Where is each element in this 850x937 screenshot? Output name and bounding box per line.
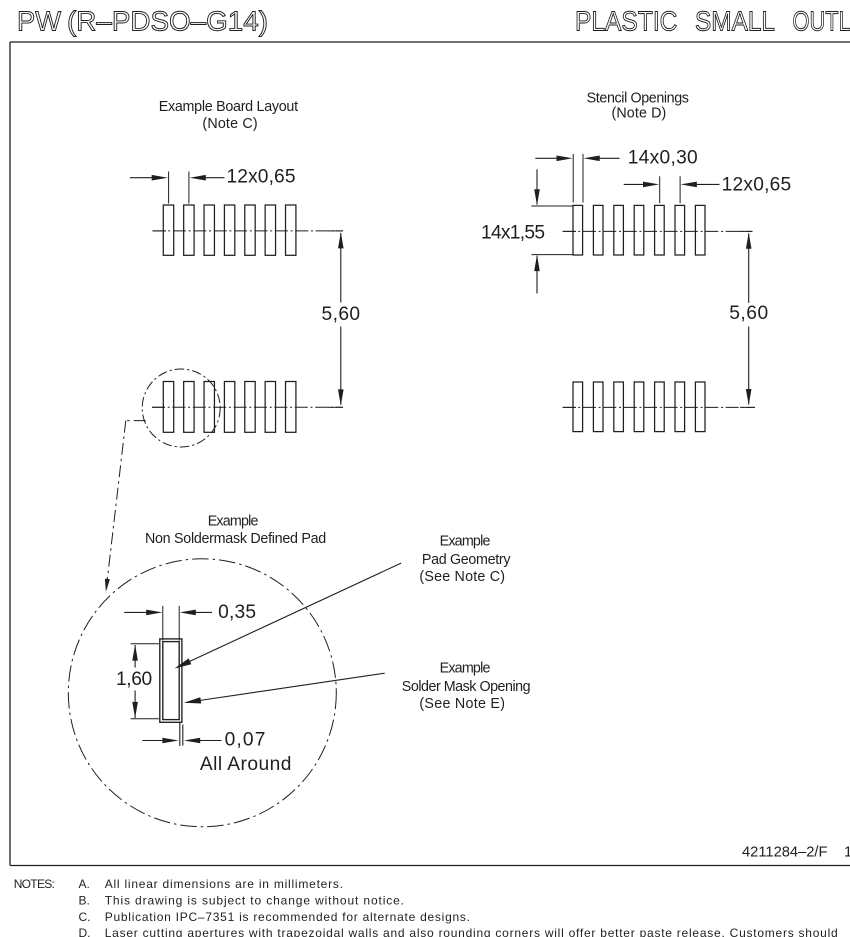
svg-text:Laser cutting apertures with t: Laser cutting apertures with trapezoidal… xyxy=(105,926,838,937)
svg-text:SMALL: SMALL xyxy=(695,5,775,37)
svg-text:Pad Geometry: Pad Geometry xyxy=(422,552,511,568)
svg-text:Stencil Openings: Stencil Openings xyxy=(587,91,689,107)
svg-text:All linear dimensions are in m: All linear dimensions are in millimeters… xyxy=(105,877,343,891)
svg-text:A.: A. xyxy=(79,877,90,891)
svg-text:(Note C): (Note C) xyxy=(202,116,257,132)
svg-text:This drawing is subject to cha: This drawing is subject to change withou… xyxy=(105,894,404,908)
svg-text:1,60: 1,60 xyxy=(116,669,152,690)
svg-text:PW: PW xyxy=(17,5,62,36)
svg-text:OUTLINE: OUTLINE xyxy=(793,6,850,37)
svg-text:All Around: All Around xyxy=(200,754,292,775)
svg-text:(R–PDSO–G14): (R–PDSO–G14) xyxy=(67,6,268,37)
svg-text:0,35: 0,35 xyxy=(218,602,256,623)
svg-text:Example: Example xyxy=(440,661,491,677)
svg-text:PLASTIC: PLASTIC xyxy=(575,5,677,37)
svg-text:(Note D): (Note D) xyxy=(612,106,667,122)
svg-text:B.: B. xyxy=(79,894,90,908)
svg-text:(See Note C): (See Note C) xyxy=(419,569,505,585)
svg-text:0,07: 0,07 xyxy=(225,730,266,751)
svg-text:(See Note E): (See Note E) xyxy=(419,696,505,712)
svg-text:5,60: 5,60 xyxy=(322,304,361,325)
svg-text:Example: Example xyxy=(208,513,259,529)
svg-text:NOTES:: NOTES: xyxy=(14,877,55,891)
svg-text:Non Soldermask Defined Pad: Non Soldermask Defined Pad xyxy=(145,531,326,547)
svg-text:14x0,30: 14x0,30 xyxy=(628,147,698,168)
svg-text:Solder Mask Opening: Solder Mask Opening xyxy=(402,679,531,695)
svg-text:Publication IPC–7351 is recomm: Publication IPC–7351 is recommended for … xyxy=(105,910,470,924)
svg-text:14x1,55: 14x1,55 xyxy=(481,222,545,243)
svg-text:C.: C. xyxy=(79,910,91,924)
svg-text:5,60: 5,60 xyxy=(729,303,768,324)
svg-text:12x0,65: 12x0,65 xyxy=(227,167,296,188)
svg-text:12x0,65: 12x0,65 xyxy=(722,174,792,195)
svg-text:12: 12 xyxy=(844,844,850,860)
svg-text:4211284–2/F: 4211284–2/F xyxy=(742,844,828,860)
svg-text:Example Board Layout: Example Board Layout xyxy=(159,99,298,115)
svg-text:Example: Example xyxy=(440,534,491,550)
svg-text:D.: D. xyxy=(79,926,91,937)
